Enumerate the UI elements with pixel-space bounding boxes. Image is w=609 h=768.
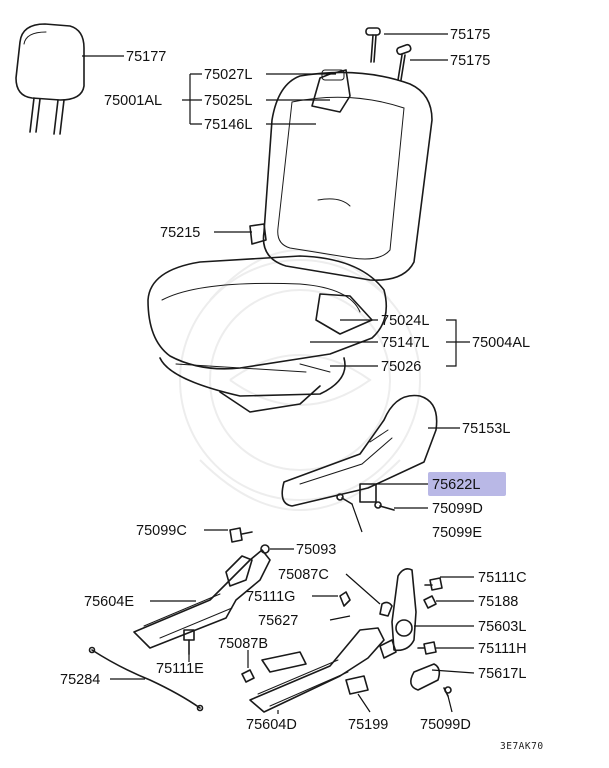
recliner-mechanism	[379, 568, 441, 691]
leader-lines	[82, 33, 475, 714]
label-75099D-b[interactable]: 75099D	[420, 717, 471, 733]
label-75175-a[interactable]: 75175	[450, 27, 490, 43]
label-75147L[interactable]: 75147L	[381, 335, 429, 351]
label-75199[interactable]: 75199	[348, 717, 388, 733]
label-75111G[interactable]: 75111G	[246, 589, 295, 605]
label-75603L[interactable]: 75603L	[478, 619, 526, 635]
label-75177[interactable]: 75177	[126, 49, 166, 65]
label-75025L[interactable]: 75025L	[204, 93, 252, 109]
label-75027L[interactable]: 75027L	[204, 67, 252, 83]
label-75001AL[interactable]: 75001AL	[104, 93, 162, 109]
label-75146L[interactable]: 75146L	[204, 117, 252, 133]
label-75215[interactable]: 75215	[160, 225, 200, 241]
label-75627[interactable]: 75627	[258, 613, 298, 629]
label-75087B[interactable]: 75087B	[218, 636, 268, 652]
seat-back	[249, 69, 433, 281]
label-75099D-a[interactable]: 75099D	[432, 501, 483, 517]
release-cable	[88, 646, 204, 712]
label-75111H[interactable]: 75111H	[478, 641, 527, 657]
headrest-guides	[365, 27, 412, 81]
seat-cushion	[147, 255, 388, 413]
seat-adjuster-left	[133, 549, 271, 649]
label-75617L[interactable]: 75617L	[478, 666, 526, 682]
label-75111C[interactable]: 75111C	[478, 570, 527, 586]
part-number-labels: 75177 75175 75175 75027L 75001AL 75025L …	[60, 27, 530, 733]
label-75111E[interactable]: 75111E	[156, 661, 204, 677]
label-75099C[interactable]: 75099C	[136, 523, 187, 539]
label-75175-b[interactable]: 75175	[450, 53, 490, 69]
headrest	[15, 23, 85, 135]
label-75024L[interactable]: 75024L	[381, 313, 429, 329]
label-75004AL[interactable]: 75004AL	[472, 335, 530, 351]
seat-adjuster-right	[249, 627, 385, 713]
label-75026[interactable]: 75026	[381, 359, 421, 375]
side-cover	[281, 394, 438, 507]
label-75604E[interactable]: 75604E	[84, 594, 134, 610]
label-75284[interactable]: 75284	[60, 672, 100, 688]
label-75093[interactable]: 75093	[296, 542, 336, 558]
fasteners	[183, 493, 452, 697]
highlight-75622L	[428, 472, 506, 496]
label-75604D[interactable]: 75604D	[246, 717, 297, 733]
label-75622L[interactable]: 75622L	[432, 477, 480, 493]
label-75099E[interactable]: 75099E	[432, 525, 482, 541]
label-75153L[interactable]: 75153L	[462, 421, 510, 437]
label-75188[interactable]: 75188	[478, 594, 518, 610]
diagram-code: 3E7AK70	[500, 741, 544, 752]
label-75087C[interactable]: 75087C	[278, 567, 329, 583]
